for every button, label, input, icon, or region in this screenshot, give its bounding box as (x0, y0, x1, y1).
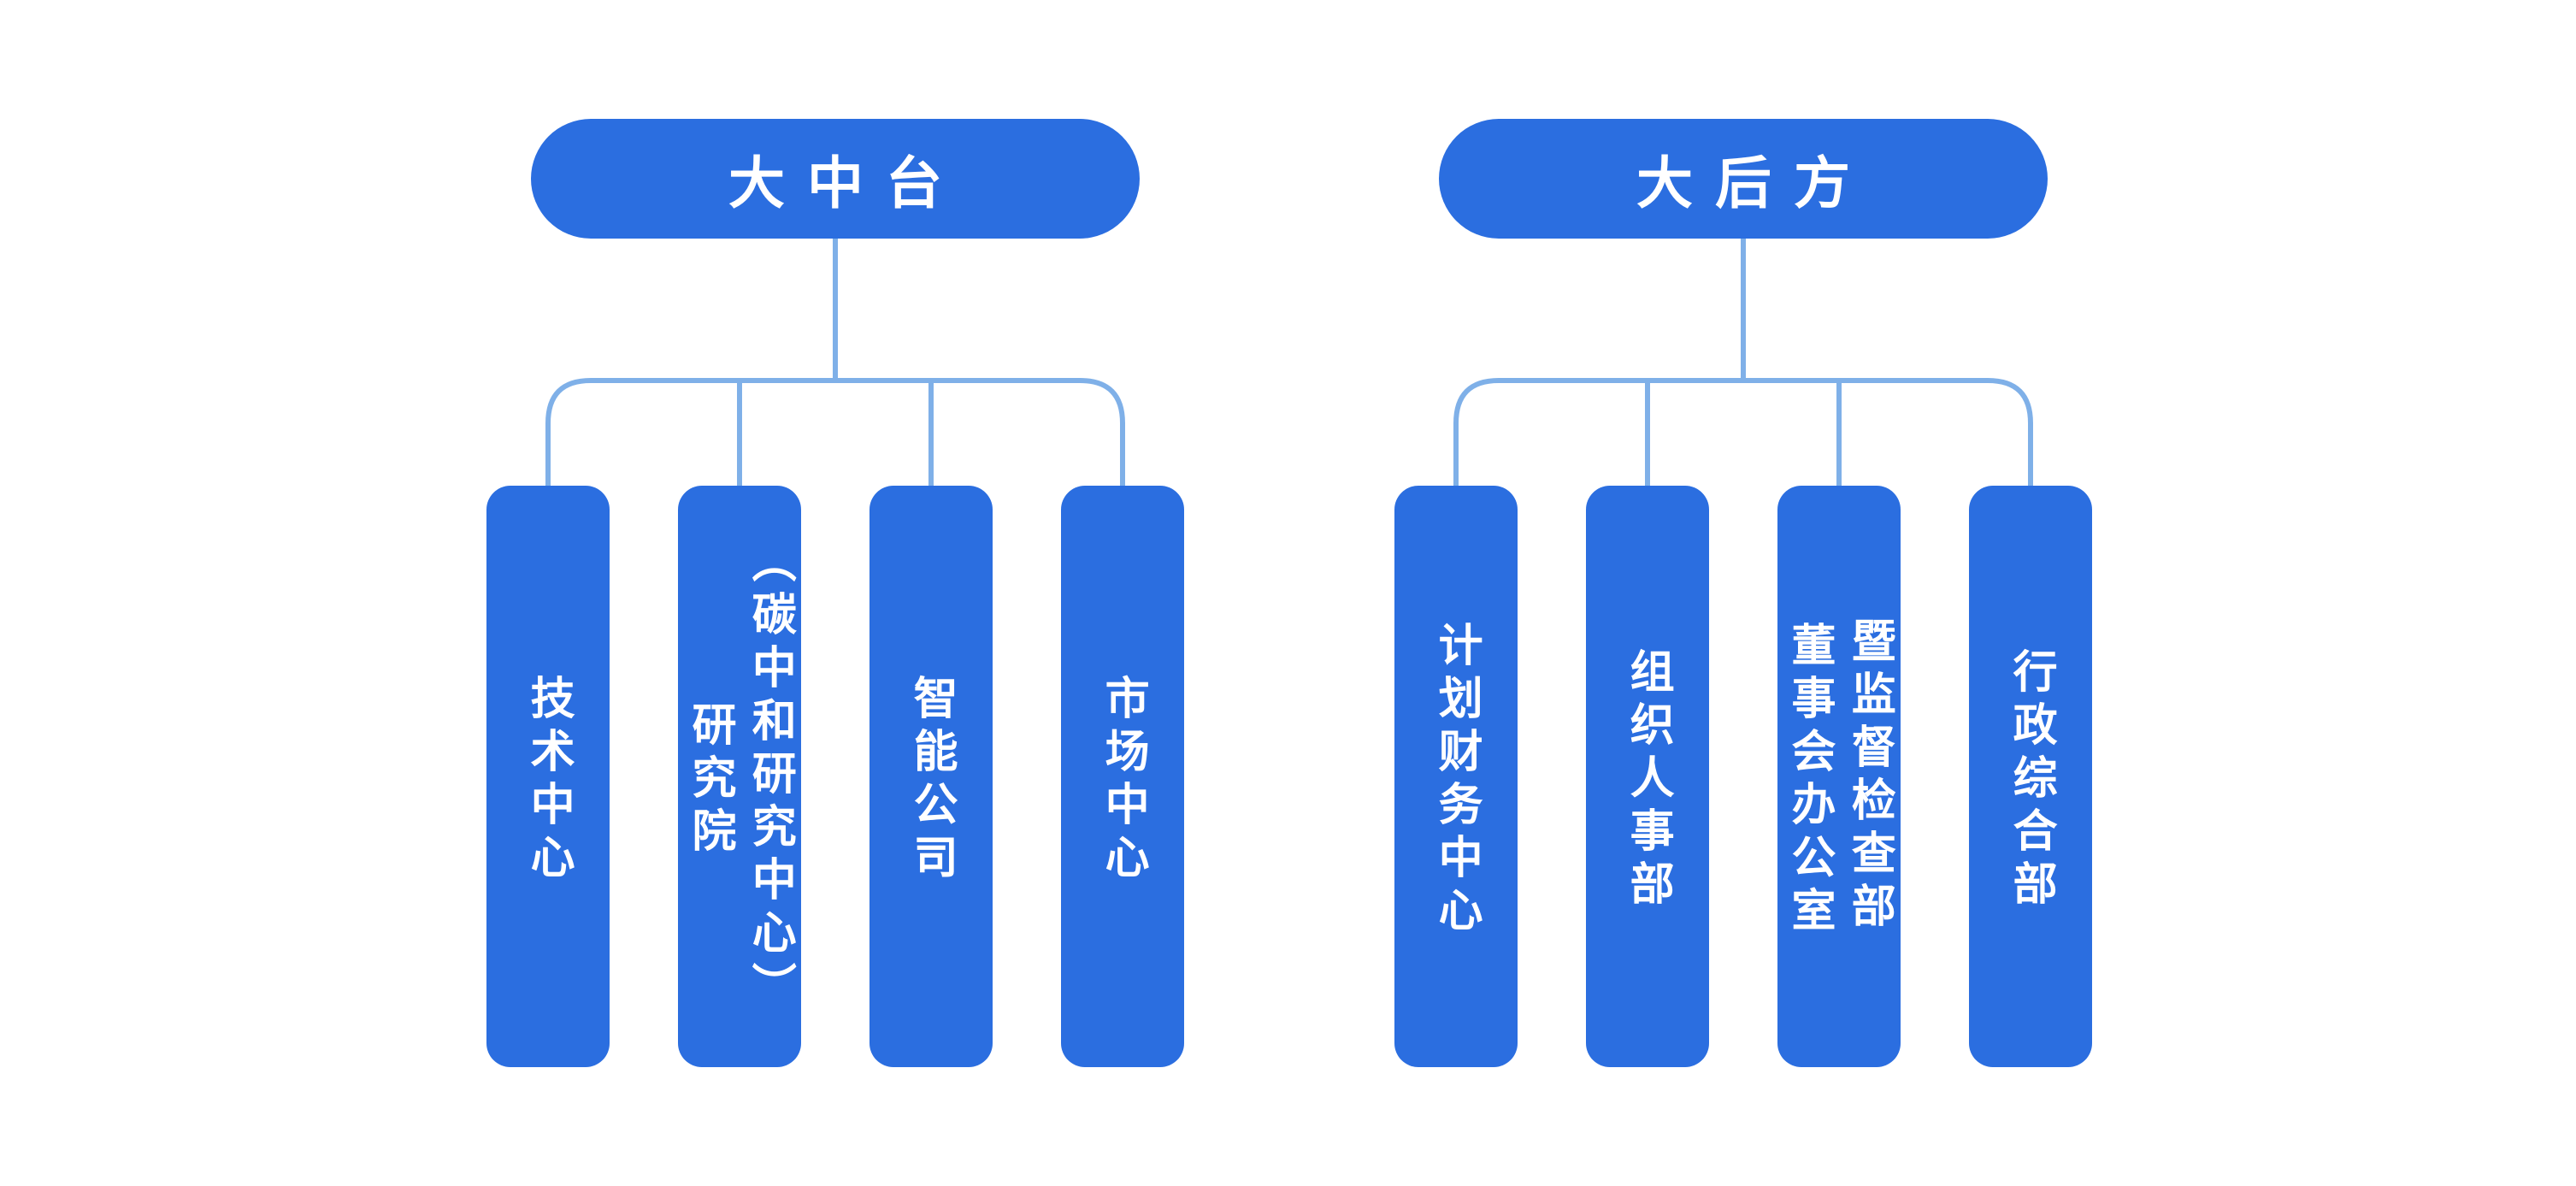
node-admin-general-dept[interactable]: 行政综合部 (1969, 486, 2092, 1067)
node-tech-center[interactable]: 技术中心 (486, 486, 610, 1067)
node-market-center[interactable]: 市场中心 (1061, 486, 1184, 1067)
root-node-middle-platform[interactable]: 大中台 (531, 119, 1140, 239)
root-node-label: 大中台 (728, 150, 964, 216)
node-label: 研究院 （碳中和研究中心） (684, 538, 796, 1015)
node-label: 智能公司 (905, 675, 958, 887)
node-planning-finance-center[interactable]: 计划财务中心 (1394, 486, 1518, 1067)
node-research-institute[interactable]: 研究院 （碳中和研究中心） (678, 486, 801, 1067)
node-label: 市场中心 (1097, 675, 1149, 887)
node-label: 组织人事部 (1622, 648, 1674, 913)
node-label: 计划财务中心 (1430, 622, 1483, 940)
node-label: 行政综合部 (2005, 648, 2057, 913)
node-board-office-supervision-dept[interactable]: 董事会办公室 暨监督检查部 (1777, 486, 1901, 1067)
node-intelligence-company[interactable]: 智能公司 (869, 486, 993, 1067)
node-label: 技术中心 (522, 675, 575, 887)
node-org-hr-dept[interactable]: 组织人事部 (1586, 486, 1709, 1067)
root-node-rear-support[interactable]: 大后方 (1439, 119, 2048, 239)
connector-right-branch (1453, 239, 2033, 486)
connector-left-branch (545, 239, 1125, 486)
node-label: 董事会办公室 暨监督检查部 (1783, 617, 1895, 940)
root-node-label: 大后方 (1636, 150, 1872, 216)
